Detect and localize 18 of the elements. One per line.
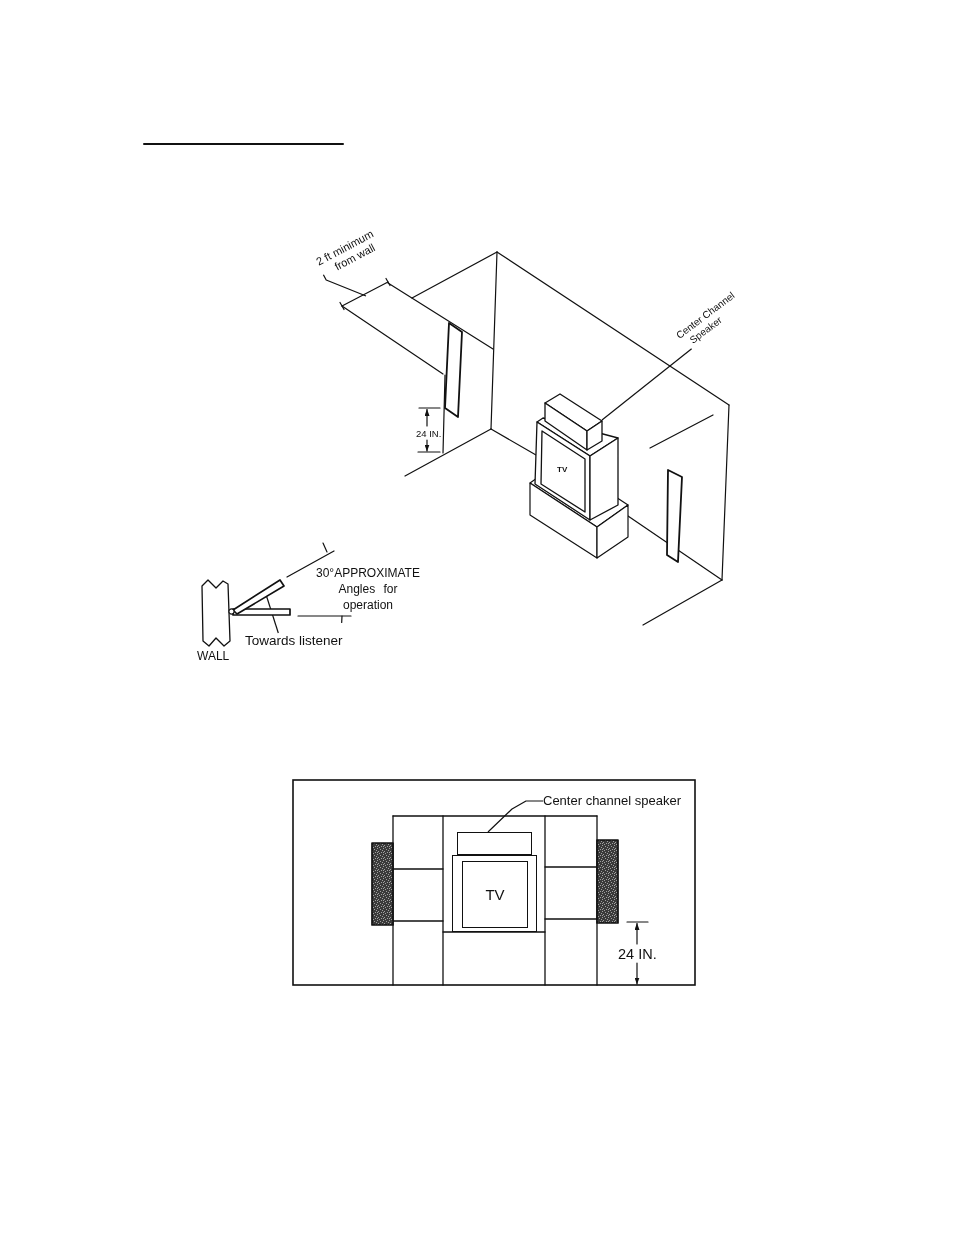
leader-line [322,274,367,297]
callout-label: Center channel speaker [543,793,682,809]
dimension-label: 24 IN. [618,946,657,962]
speaker-bar [232,608,291,616]
angle-note: 30°APPROXIMATE Angles for operation [315,565,421,613]
tv-label: TV [485,887,505,902]
television [452,855,537,932]
side-speaker [371,842,394,926]
angled-speaker [231,578,286,616]
callout-label: Towards listener [245,633,343,649]
leader-line [601,348,693,421]
wall-label: WALL [197,649,230,664]
center-speaker [457,832,532,855]
side-speaker [596,839,619,924]
tv-label: TV [557,465,568,474]
center-speaker [545,394,602,450]
dimension-label: 24 IN. [416,428,442,439]
leader-line [487,800,544,833]
